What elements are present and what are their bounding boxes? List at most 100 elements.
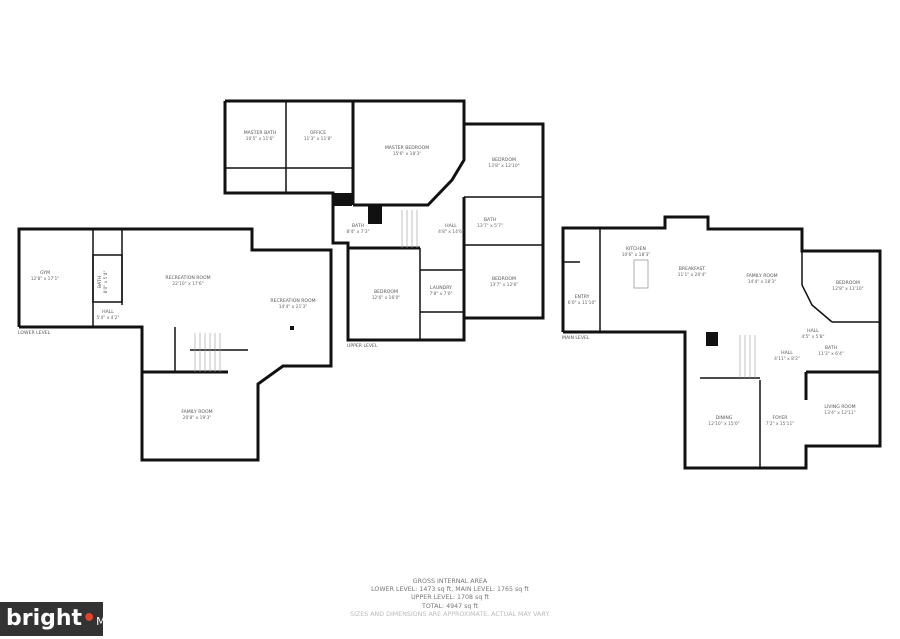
svg-text:8'4" x 7'3": 8'4" x 7'3" bbox=[346, 229, 369, 235]
bright-mls-logo: bright•MLS bbox=[0, 602, 119, 636]
svg-text:HALL: HALL bbox=[102, 309, 114, 315]
svg-text:BEDROOM: BEDROOM bbox=[492, 157, 516, 163]
svg-text:4'11" x 8'2": 4'11" x 8'2" bbox=[774, 356, 800, 362]
svg-text:6'0" x 11'10": 6'0" x 11'10" bbox=[568, 300, 597, 306]
svg-text:HALL: HALL bbox=[445, 223, 457, 229]
svg-text:FAMILY ROOM: FAMILY ROOM bbox=[746, 273, 777, 279]
svg-text:11'1" x 20'4": 11'1" x 20'4" bbox=[678, 272, 707, 278]
svg-text:BEDROOM: BEDROOM bbox=[374, 289, 398, 295]
logo-suffix: MLS bbox=[96, 615, 119, 628]
svg-text:HALL: HALL bbox=[807, 328, 819, 334]
level-label-lower: LOWER LEVEL bbox=[18, 330, 51, 336]
svg-text:13'8" x 12'10": 13'8" x 12'10" bbox=[488, 163, 519, 169]
svg-text:15'6" x 18'3": 15'6" x 18'3" bbox=[393, 151, 422, 157]
summary-line-1: LOWER LEVEL: 1473 sq ft, MAIN LEVEL: 176… bbox=[371, 586, 529, 594]
area-summary: GROSS INTERNAL AREA LOWER LEVEL: 1473 sq… bbox=[0, 578, 900, 619]
svg-text:12'6" x 16'0": 12'6" x 16'0" bbox=[372, 295, 401, 301]
summary-total: TOTAL: 4947 sq ft bbox=[422, 602, 478, 610]
main-level-walls bbox=[561, 215, 882, 470]
svg-text:12'10" x 15'0": 12'10" x 15'0" bbox=[708, 421, 739, 427]
svg-text:OFFICE: OFFICE bbox=[310, 130, 326, 136]
svg-text:BATH: BATH bbox=[825, 345, 837, 351]
svg-text:FOYER: FOYER bbox=[773, 415, 789, 421]
svg-text:8'0" x 5'4": 8'0" x 5'4" bbox=[103, 270, 109, 293]
level-label-main: MAIN LEVEL bbox=[562, 335, 590, 341]
svg-text:12'8" x 11'10": 12'8" x 11'10" bbox=[832, 286, 863, 292]
svg-text:BEDROOM: BEDROOM bbox=[492, 276, 516, 282]
upper-stairs bbox=[401, 210, 418, 248]
svg-text:GYM: GYM bbox=[40, 270, 50, 276]
main-stairs bbox=[739, 335, 756, 378]
svg-text:5'4" x 4'2": 5'4" x 4'2" bbox=[96, 315, 119, 321]
svg-text:4'5" x 5'8": 4'5" x 5'8" bbox=[801, 334, 824, 340]
svg-text:7'8" x 7'0": 7'8" x 7'0" bbox=[429, 291, 452, 297]
upper-level-walls bbox=[223, 99, 545, 342]
svg-text:RECREATION ROOM: RECREATION ROOM bbox=[165, 275, 210, 281]
svg-text:BREAKFAST: BREAKFAST bbox=[679, 266, 706, 272]
svg-text:MASTER BATH: MASTER BATH bbox=[244, 130, 277, 136]
svg-text:HALL: HALL bbox=[781, 350, 793, 356]
svg-text:ENTRY: ENTRY bbox=[575, 294, 590, 300]
svg-text:KITCHEN: KITCHEN bbox=[626, 246, 646, 252]
svg-text:11'3" x 11'8": 11'3" x 11'8" bbox=[304, 136, 333, 142]
svg-text:11'3" x 6'4": 11'3" x 6'4" bbox=[818, 351, 844, 357]
lower-level-walls bbox=[17, 227, 333, 462]
svg-text:DINING: DINING bbox=[716, 415, 733, 421]
svg-text:7'2" x 15'11": 7'2" x 15'11" bbox=[766, 421, 795, 427]
svg-text:MASTER BEDROOM: MASTER BEDROOM bbox=[385, 145, 429, 151]
svg-text:10'6" x 18'3": 10'6" x 18'3" bbox=[622, 252, 651, 258]
svg-text:13'7" x 12'6": 13'7" x 12'6" bbox=[490, 282, 519, 288]
logo-dot-icon: • bbox=[82, 606, 97, 631]
summary-line-2: UPPER LEVEL: 1708 sq ft bbox=[411, 594, 489, 602]
svg-text:10'5" x 11'6": 10'5" x 11'6" bbox=[246, 136, 275, 142]
svg-text:14'4" x 21'3": 14'4" x 21'3" bbox=[279, 304, 308, 310]
svg-text:12'8" x 17'1": 12'8" x 17'1" bbox=[31, 276, 60, 282]
svg-text:BEDROOM: BEDROOM bbox=[836, 280, 860, 286]
summary-title: GROSS INTERNAL AREA bbox=[412, 578, 488, 585]
level-label-upper: UPPER LEVEL bbox=[347, 343, 378, 349]
svg-text:FAMILY ROOM: FAMILY ROOM bbox=[181, 409, 212, 415]
svg-text:BATH: BATH bbox=[352, 223, 364, 229]
svg-text:20'8" x 19'3": 20'8" x 19'3" bbox=[183, 415, 212, 421]
svg-text:BATH: BATH bbox=[484, 217, 496, 223]
svg-text:LIVING ROOM: LIVING ROOM bbox=[824, 404, 855, 410]
svg-text:14'4" x 18'3": 14'4" x 18'3" bbox=[748, 279, 777, 285]
summary-disclaimer: SIZES AND DIMENSIONS ARE APPROXIMATE, AC… bbox=[350, 610, 550, 618]
svg-text:RECREATION ROOM: RECREATION ROOM bbox=[270, 298, 315, 304]
logo-text: bright bbox=[6, 606, 83, 631]
svg-text:BATH: BATH bbox=[97, 276, 103, 288]
svg-text:LAUNDRY: LAUNDRY bbox=[430, 285, 452, 291]
svg-text:4'8" x 14'6": 4'8" x 14'6" bbox=[438, 229, 464, 235]
svg-text:22'10" x 17'6": 22'10" x 17'6" bbox=[172, 281, 203, 287]
lower-stairs bbox=[194, 333, 221, 372]
svg-text:13'7" x 5'7": 13'7" x 5'7" bbox=[477, 223, 503, 229]
